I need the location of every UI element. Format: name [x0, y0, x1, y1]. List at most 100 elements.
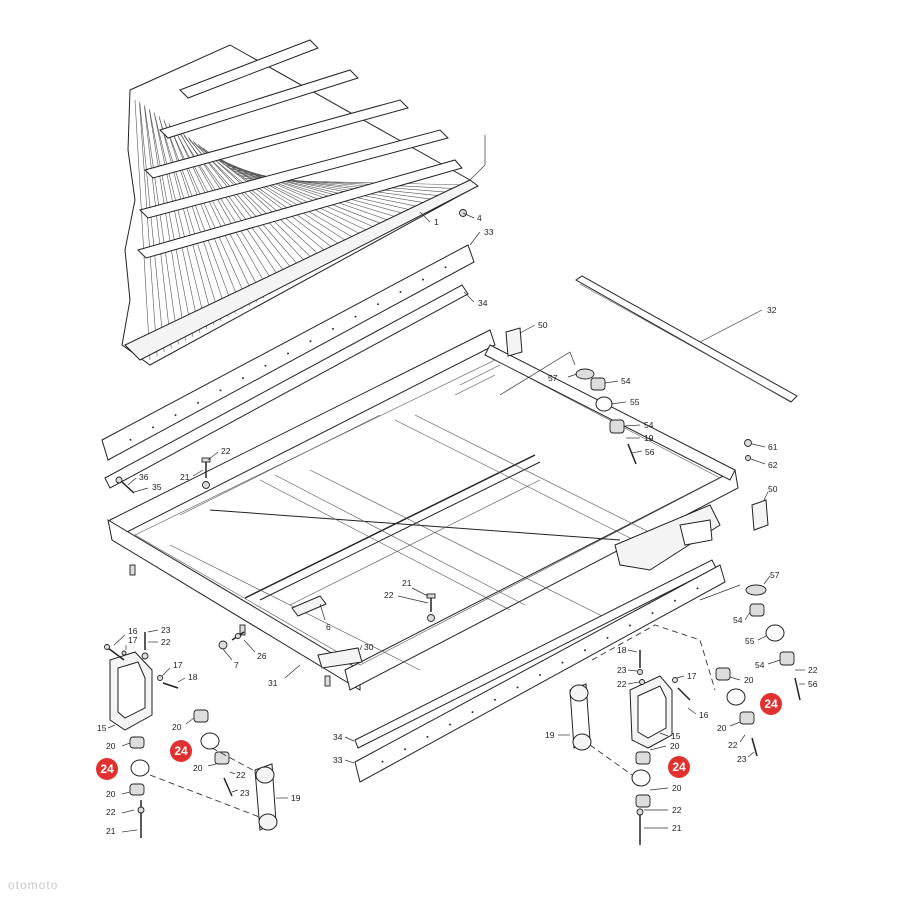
label-17-left-a: 17	[128, 635, 138, 645]
label-17-right: 17	[687, 671, 697, 681]
label-50-right: 50	[768, 484, 778, 494]
bolt-7-26: 7 26	[218, 631, 267, 670]
bolt-21-center: 21 22	[384, 578, 436, 622]
sieve-slat	[153, 112, 201, 333]
label-22-right: 22	[808, 665, 818, 675]
rail-34-upper: 34	[104, 284, 488, 489]
rail-hole	[629, 624, 631, 627]
rail-33-upper: 33	[101, 227, 494, 461]
rail-hole	[561, 661, 564, 664]
sieve-slat	[208, 153, 364, 244]
sieve-slat	[173, 126, 257, 302]
label-16-left: 16	[128, 626, 138, 636]
label-19-top: 19	[644, 433, 654, 443]
label-61: 61	[768, 442, 778, 452]
rail-hole	[152, 426, 154, 429]
rail-hole	[606, 636, 609, 639]
rail-hole	[584, 649, 586, 652]
rail-hole	[309, 340, 312, 343]
block-50-top: 50	[505, 320, 548, 357]
sieve-slat	[213, 156, 378, 236]
label-4: 4	[477, 213, 482, 223]
label-20-left-d: 20	[193, 763, 203, 773]
label-36: 36	[139, 472, 149, 482]
sieve-slat	[139, 101, 158, 357]
sieve-slat	[198, 145, 336, 260]
label-20-left-c: 20	[172, 722, 182, 732]
sieve-slat	[139, 103, 165, 353]
rail-hole	[449, 723, 451, 726]
bolt-21-left: 21 22	[180, 446, 231, 489]
label-20-left-b: 20	[106, 789, 116, 799]
sieve-slat	[134, 99, 151, 361]
label-22-left: 22	[221, 446, 231, 456]
label-22-right-a: 22	[617, 679, 627, 689]
label-20-right-b: 20	[672, 783, 682, 793]
rail-hole	[197, 401, 199, 404]
label-20-right-a: 20	[670, 741, 680, 751]
label-18-right: 18	[617, 645, 627, 655]
label-20-right-c: 20	[744, 675, 754, 685]
sieve-slat	[144, 105, 172, 349]
rail-hole	[422, 278, 424, 281]
label-33-upper: 33	[484, 227, 494, 237]
label-15-left: 15	[97, 723, 107, 733]
left-hanger-group: 15 16 17 23 22 17 18 20 20 22	[97, 625, 301, 838]
label-31: 31	[268, 678, 278, 688]
label-22-left-c: 22	[236, 770, 246, 780]
label-26: 26	[257, 651, 267, 661]
badge-24-right-upper-text: 24	[764, 697, 778, 711]
sieve-slat	[149, 110, 193, 337]
bar-32: 32	[575, 275, 798, 403]
label-22-left-a: 22	[161, 637, 171, 647]
watermark: otomoto	[8, 878, 59, 892]
sieve-slat	[159, 117, 222, 322]
block-50-right: 50	[751, 484, 778, 531]
label-17-left-b: 17	[173, 660, 183, 670]
label-22-right-b: 22	[672, 805, 682, 815]
sieve-slat	[193, 142, 321, 267]
label-57-right: 57	[770, 570, 780, 580]
rail-hole	[399, 290, 402, 293]
label-30: 30	[364, 642, 374, 652]
rail-hole	[651, 612, 654, 615]
sieve-slat	[168, 124, 250, 306]
sieve-slat	[192, 140, 314, 271]
frame-foot-2	[239, 624, 246, 636]
rail-hole	[287, 352, 289, 355]
label-20-right-d: 20	[717, 723, 727, 733]
sieve-slat	[197, 144, 329, 264]
rail-hole	[444, 266, 447, 269]
sieve-slat	[232, 169, 428, 209]
right-hanger-group: 15 18 23 22 17 16 19 20 20 22	[545, 624, 758, 845]
rail-hole	[471, 711, 474, 714]
label-54-top-b: 54	[644, 420, 654, 430]
label-34-lower: 34	[333, 732, 343, 742]
bracket-6: 6	[291, 595, 331, 632]
sieve-slat	[144, 107, 179, 345]
rail-hole	[381, 760, 384, 763]
sieve-slat	[173, 128, 265, 298]
rail-hole	[354, 315, 357, 318]
label-22-center: 22	[384, 590, 394, 600]
sieve-slat	[168, 122, 243, 310]
label-21-center: 21	[402, 578, 412, 588]
hanger-stack-right: 57 54 55 54 22 56	[699, 570, 818, 701]
label-21-left: 21	[180, 472, 190, 482]
label-21-right: 21	[672, 823, 682, 833]
label-23-left-a: 23	[161, 625, 171, 635]
rail-hole	[219, 389, 222, 392]
sieve-slat	[154, 114, 208, 329]
rail-hole	[494, 698, 496, 701]
label-35: 35	[152, 482, 162, 492]
label-56-right: 56	[808, 679, 818, 689]
badge-24-left-upper-text: 24	[174, 744, 188, 758]
sieve-slat	[163, 119, 229, 318]
callout-badges: 24 24 24 24	[96, 693, 782, 780]
rail-hole	[539, 674, 541, 676]
label-55-top: 55	[630, 397, 640, 407]
label-54-right-b: 54	[755, 660, 765, 670]
label-50-top: 50	[538, 320, 548, 330]
label-22-left-b: 22	[106, 807, 116, 817]
